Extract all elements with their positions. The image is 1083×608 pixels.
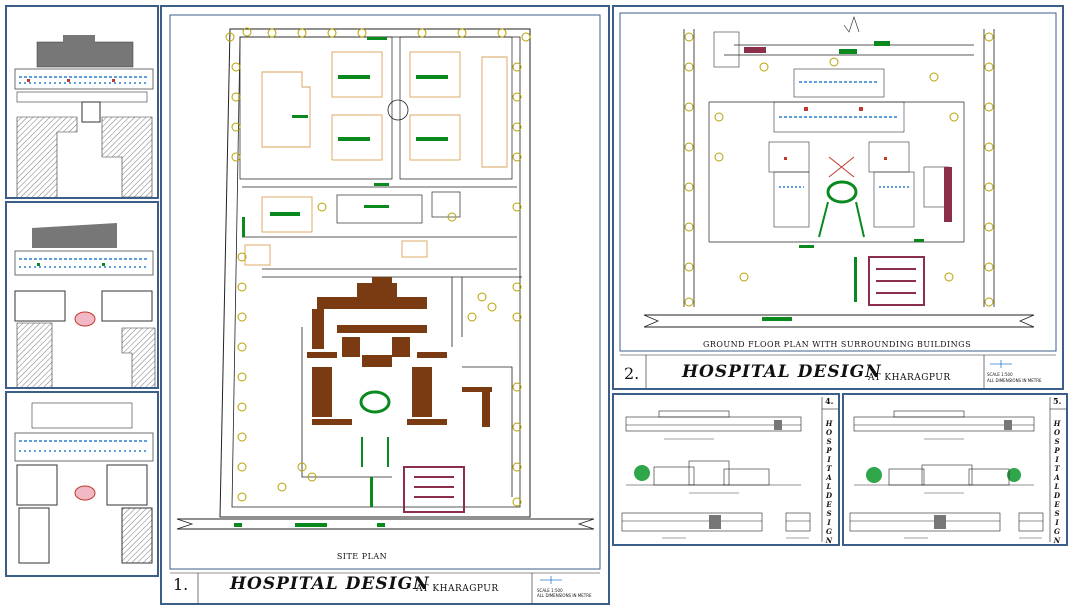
floor-plan-sheet-top[interactable] [5, 5, 159, 199]
sheet-number: 1. [173, 575, 189, 594]
ground-floor-drawing [619, 12, 1057, 388]
floor-plan-sheet-bottom[interactable] [5, 391, 159, 577]
vertical-sheet-title: HOSPITAL DESIGN [1053, 419, 1061, 545]
floor-plan-drawing [14, 223, 156, 387]
dimension-note: ALL DIMENSIONS IN METRE [987, 378, 1042, 383]
elevation-sheet-left[interactable]: 4. HOSPITAL DESIGN [612, 393, 840, 546]
elevation-drawing [621, 397, 838, 542]
dimension-note: ALL DIMENSIONS IN METRE [537, 593, 592, 598]
scale-note: SCALE 1:500 [537, 588, 563, 593]
sheet-subtitle: AT KHARAGPUR [868, 373, 951, 383]
site-plan-sheet[interactable]: SITE PLAN 1. HOSPITAL DESIGN AT KHARAGPU… [160, 5, 610, 605]
north-arrow-icon [540, 576, 562, 584]
sheet-title: HOSPITAL DESIGN [230, 574, 430, 594]
floor-plan-drawing [14, 35, 154, 197]
sheet-title: HOSPITAL DESIGN [682, 362, 882, 382]
sheet-subtitle: AT KHARAGPUR [416, 584, 499, 594]
elevation-drawing [849, 397, 1066, 542]
ground-floor-plan-sheet[interactable]: GROUND FLOOR PLAN WITH SURROUNDING BUILD… [612, 5, 1064, 390]
sheet-number: 4. [825, 396, 834, 406]
floor-plan-drawing [14, 402, 154, 564]
drawing-caption: SITE PLAN [336, 552, 388, 561]
sheet-number: 2. [624, 364, 640, 383]
north-arrow-icon [990, 360, 1012, 368]
sheet-number: 5. [1053, 396, 1062, 406]
vertical-sheet-title: HOSPITAL DESIGN [825, 419, 833, 545]
scale-note: SCALE 1:500 [987, 372, 1013, 377]
elevation-sheet-right[interactable]: 5. HOSPITAL DESIGN [842, 393, 1068, 546]
floor-plan-sheet-middle[interactable] [5, 201, 159, 389]
drawing-caption: GROUND FLOOR PLAN WITH SURROUNDING BUILD… [702, 340, 972, 349]
site-plan-drawing [169, 14, 601, 603]
